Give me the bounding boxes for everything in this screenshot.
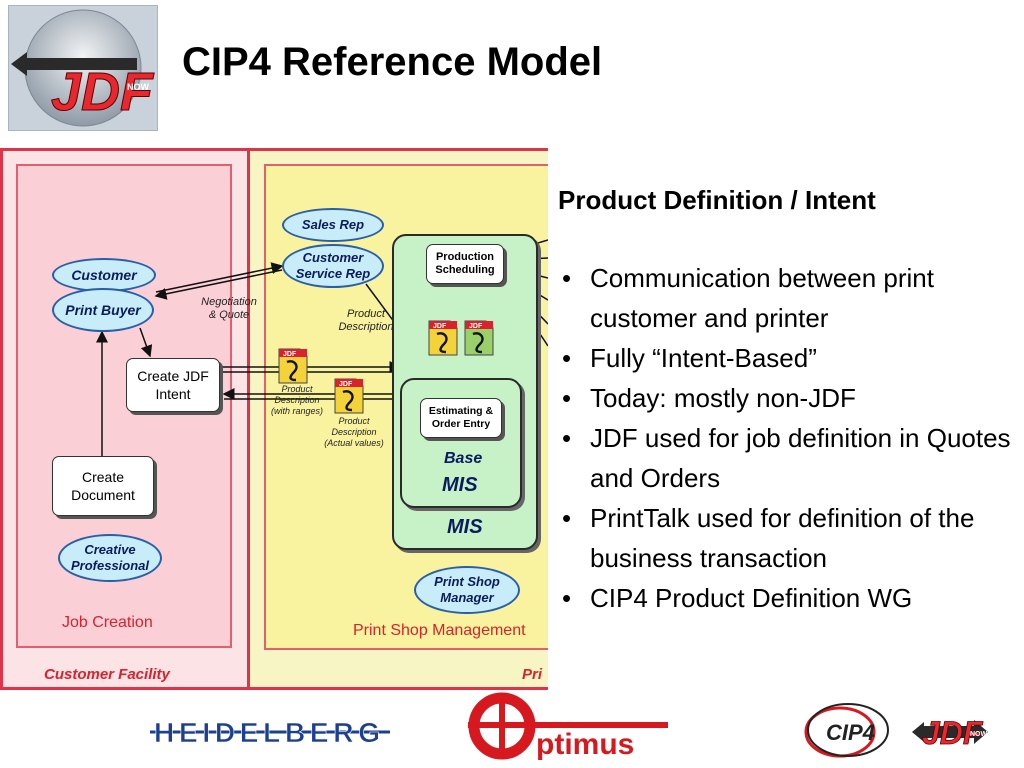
bullet-icon: • bbox=[562, 423, 572, 453]
bullet-icon: • bbox=[562, 503, 572, 533]
bullet-icon: • bbox=[562, 583, 572, 613]
svg-text:JDF: JDF bbox=[469, 323, 483, 330]
svg-text:JDF: JDF bbox=[51, 62, 155, 122]
create-jdf-intent-box: Create JDF Intent bbox=[126, 358, 220, 412]
print-shop-management-label: Print Shop Management bbox=[353, 622, 526, 639]
customer-service-rep-ellipse: Customer Service Rep bbox=[282, 244, 384, 288]
svg-text:HEIDELBERG: HEIDELBERG bbox=[154, 717, 380, 748]
list-item: •Communication between print customer an… bbox=[558, 258, 1020, 338]
section-heading: Product Definition / Intent bbox=[558, 185, 876, 215]
jdf-file-icon: JDF bbox=[278, 348, 308, 384]
svg-text:NOW: NOW bbox=[970, 731, 988, 738]
reference-model-diagram: MIS Base MIS Production Scheduling Estim… bbox=[0, 148, 548, 690]
svg-text:ptimus: ptimus bbox=[536, 728, 634, 761]
list-item: •CIP4 Product Definition WG bbox=[558, 578, 1020, 618]
jdf-logo: JDF NOW bbox=[8, 5, 158, 131]
svg-text:JDF: JDF bbox=[283, 351, 297, 358]
create-document-box: Create Document bbox=[52, 456, 154, 516]
estimating-order-entry-box: Estimating & Order Entry bbox=[420, 398, 502, 438]
customer-ellipse: Customer bbox=[52, 258, 156, 292]
mis-label: MIS bbox=[447, 516, 483, 538]
sales-rep-ellipse: Sales Rep bbox=[282, 208, 384, 242]
print-facility-label: Pri bbox=[522, 666, 543, 683]
list-item: •Fully “Intent-Based” bbox=[558, 338, 1020, 378]
product-description-ranges-note: Product Description (with ranges) bbox=[270, 384, 324, 416]
list-item: •Today: mostly non-JDF bbox=[558, 378, 1020, 418]
jdf-now-logo: JDF NOW bbox=[912, 715, 988, 751]
svg-text:NOW: NOW bbox=[127, 82, 150, 92]
base-label: Base bbox=[444, 450, 483, 467]
negotiation-quote-note: Negotiation & Quote bbox=[201, 296, 257, 321]
svg-text:JDF: JDF bbox=[339, 381, 353, 388]
jdf-file-icon: JDF bbox=[464, 320, 494, 356]
jdf-file-icon: JDF bbox=[428, 320, 458, 356]
creative-professional-ellipse: Creative Professional bbox=[58, 534, 162, 582]
svg-text:JDF: JDF bbox=[433, 323, 447, 330]
jdf-file-icon: JDF bbox=[334, 378, 364, 414]
base-mis-label: MIS bbox=[442, 474, 478, 496]
svg-text:CIP4: CIP4 bbox=[826, 720, 875, 745]
print-buyer-ellipse: Print Buyer bbox=[52, 288, 154, 332]
bullet-list: •Communication between print customer an… bbox=[558, 258, 1020, 618]
bullet-icon: • bbox=[562, 263, 572, 293]
bullet-icon: • bbox=[562, 383, 572, 413]
cip4-logo: CIP4 bbox=[804, 703, 889, 758]
optimus-logo: ptimus bbox=[468, 692, 668, 761]
page-title: CIP4 Reference Model bbox=[182, 40, 603, 84]
print-shop-manager-ellipse: Print Shop Manager bbox=[414, 566, 520, 614]
list-item: •PrintTalk used for definition of the bu… bbox=[558, 498, 1020, 578]
product-description-actual-note: Product Description (Actual values) bbox=[324, 416, 384, 448]
svg-text:JDF: JDF bbox=[922, 715, 984, 751]
job-creation-label: Job Creation bbox=[62, 614, 153, 631]
list-item: •JDF used for job definition in Quotes a… bbox=[558, 418, 1020, 498]
bullet-icon: • bbox=[562, 343, 572, 373]
product-description-note: Product Description bbox=[338, 308, 394, 333]
customer-facility-label: Customer Facility bbox=[44, 666, 170, 683]
production-scheduling-box: Production Scheduling bbox=[426, 244, 504, 284]
heidelberg-logo: HEIDELBERG bbox=[150, 717, 390, 748]
